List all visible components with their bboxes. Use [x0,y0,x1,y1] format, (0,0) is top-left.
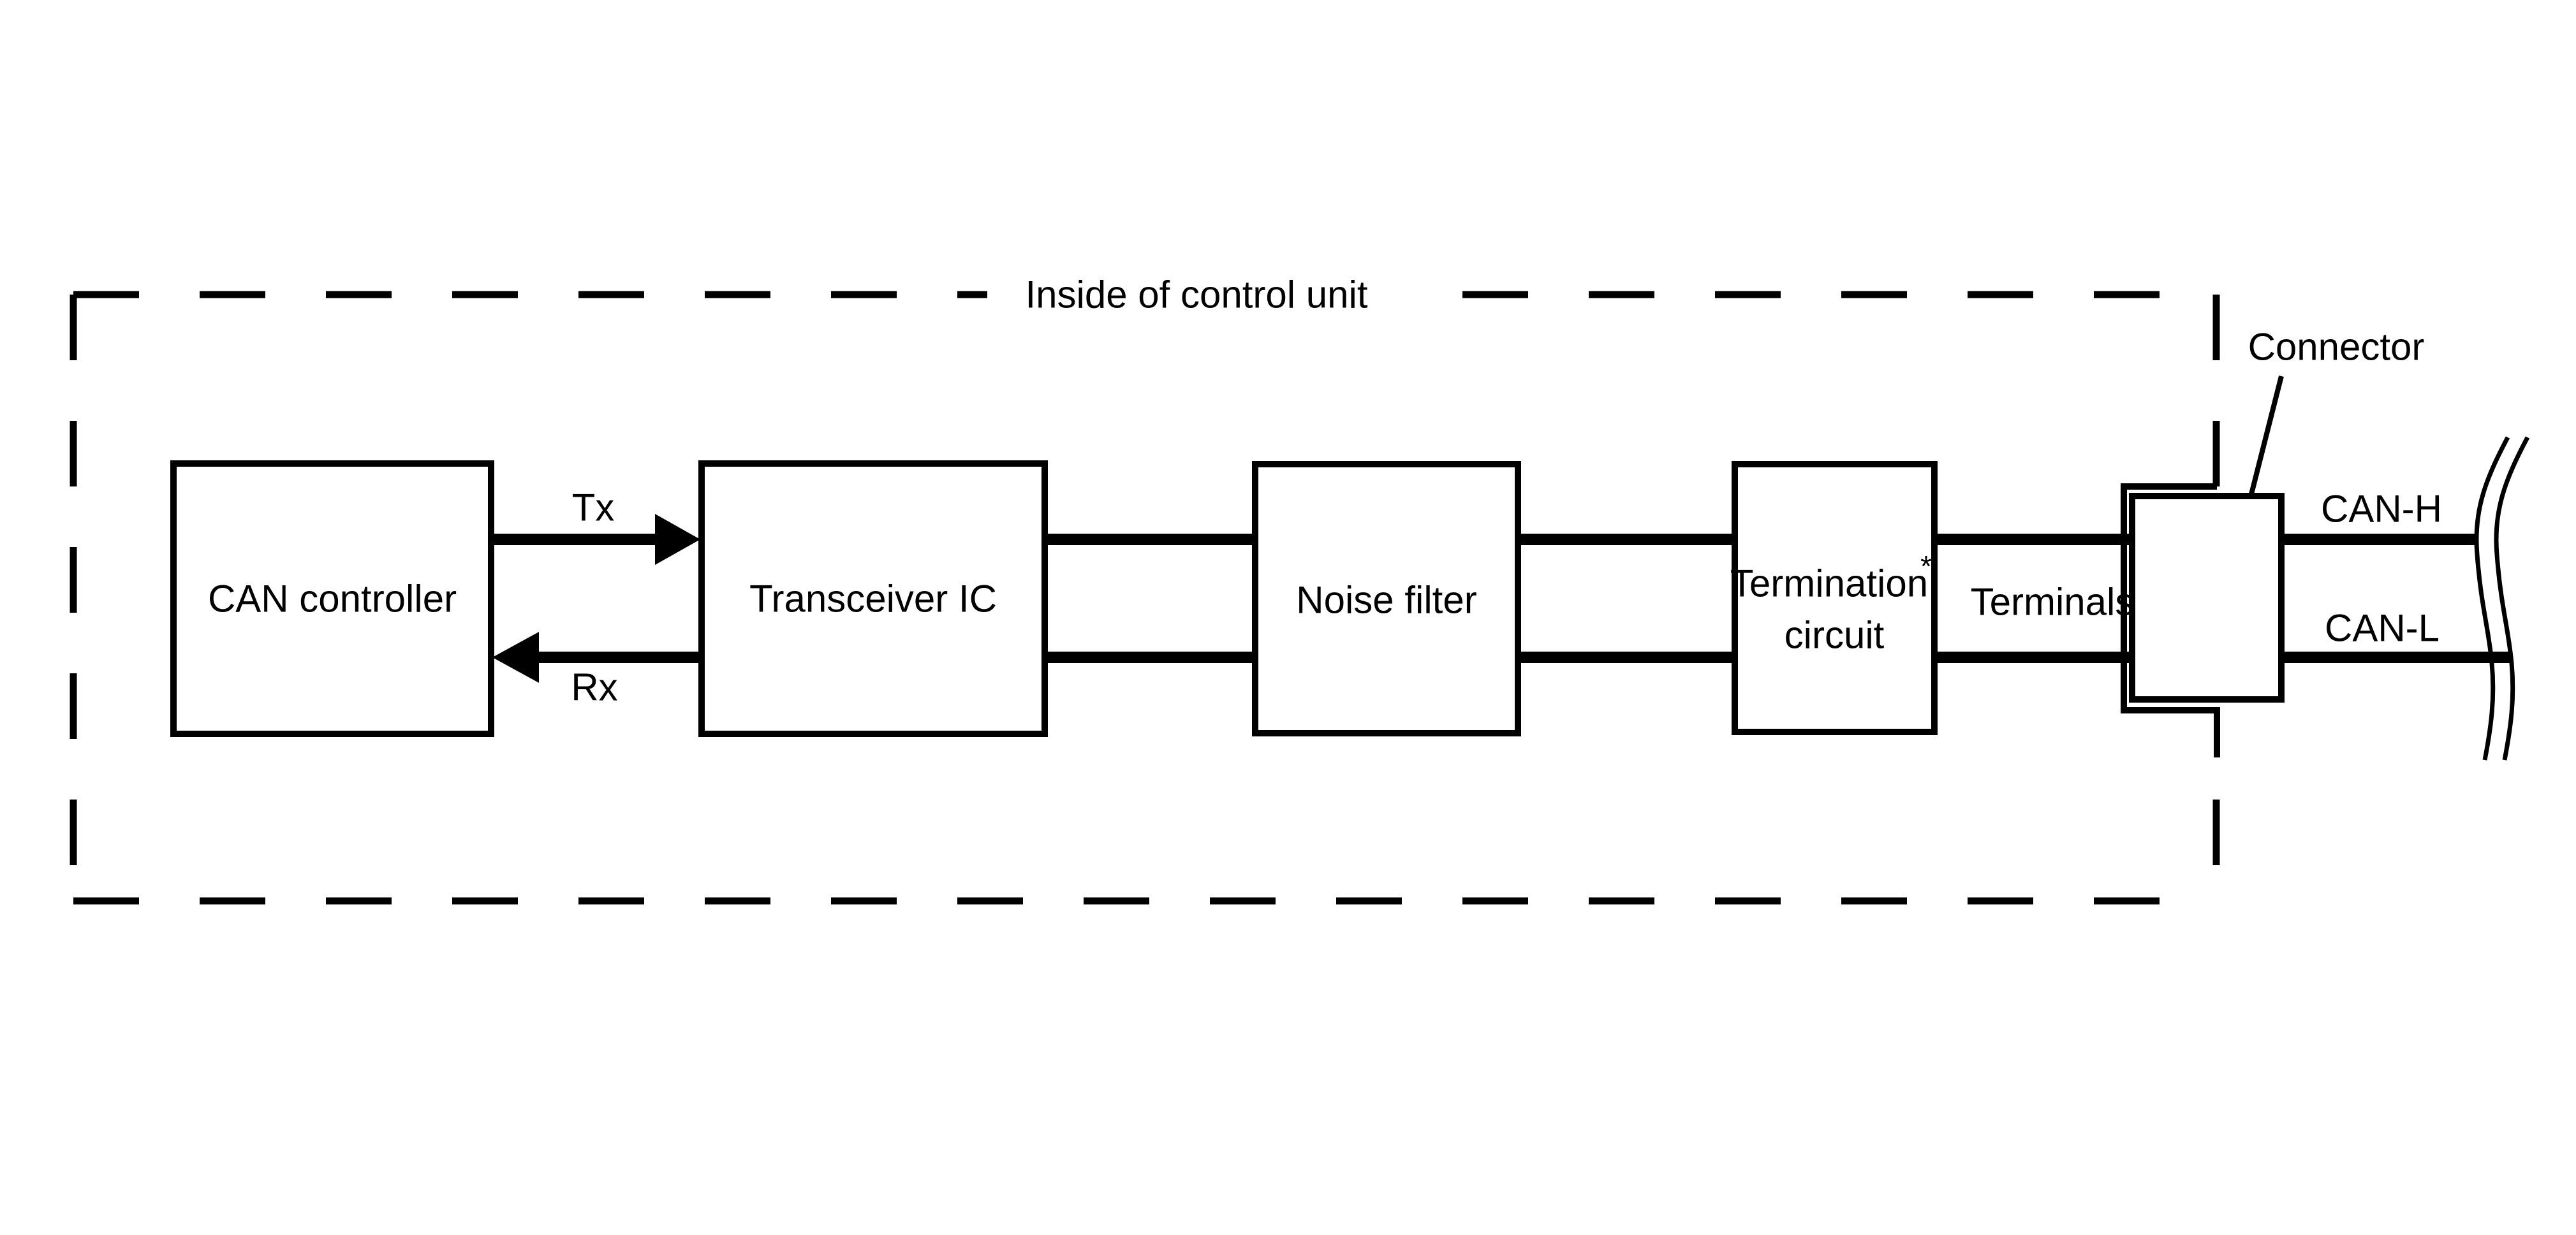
terminals-label: Terminals [1971,581,2135,624]
can-h-label: CAN-H [2321,488,2442,530]
tx-signal: Tx [491,486,700,565]
can-l-label: CAN-L [2325,607,2440,650]
termination-asterisk: * [1920,550,1932,583]
cable-break-icon [2474,436,2530,761]
connector-group: Connector [2121,326,2425,757]
transceiver-label: Transceiver IC [749,578,997,620]
connector-body [2129,493,2285,703]
termination-circuit-block: Termination * circuit [1730,461,1938,735]
connector-shell-bracket [2121,483,2220,757]
termination-label-line2: circuit [1785,614,1885,657]
can-controller-block: CAN controller [170,460,494,737]
noise-filter-block: Noise filter [1252,461,1521,736]
termination-label-line1: Termination [1730,562,1928,605]
can-controller-label: CAN controller [208,578,457,620]
transceiver-box [698,460,1048,737]
tx-arrowhead-icon [655,514,700,565]
rx-signal: Rx [492,632,702,709]
cable-break-wave-left [2474,436,2510,761]
connector-callout-line [2249,376,2284,495]
rx-arrowhead-icon [492,632,539,683]
boundary-title-backplate [987,273,1434,316]
boundary-title: Inside of control unit [1026,274,1368,316]
rx-label: Rx [571,666,617,709]
termination-circuit-box [1732,461,1938,735]
tx-label: Tx [572,486,615,529]
transceiver-block: Transceiver IC [698,460,1048,737]
noise-filter-label: Noise filter [1296,579,1476,622]
connector-label: Connector [2248,326,2425,369]
control-unit-boundary: Inside of control unit [70,273,2220,905]
can-controller-box [170,460,494,737]
cable-break-wave-right [2494,436,2530,761]
noise-filter-box [1252,461,1521,736]
